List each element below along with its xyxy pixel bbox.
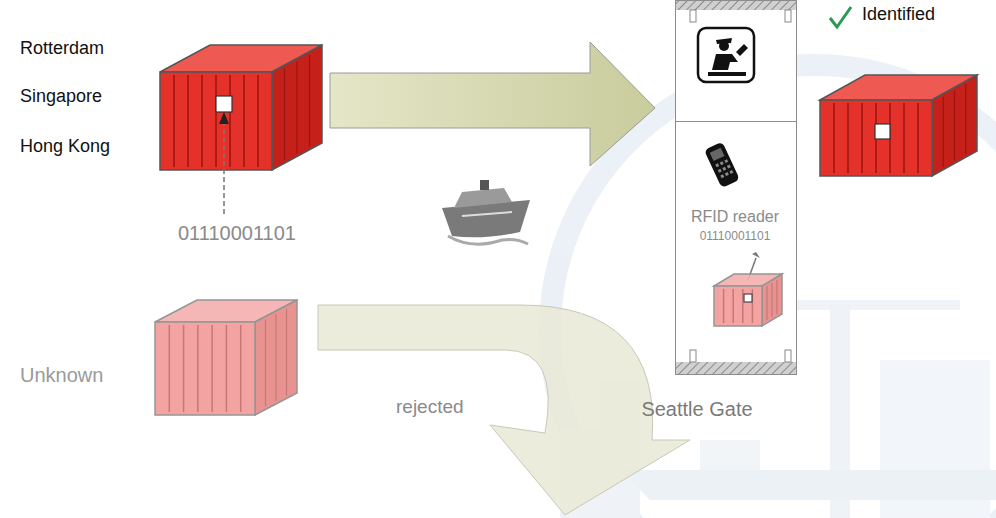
reader-panel: RFID reader 01110001101 <box>675 121 797 363</box>
tag-id: 01110001101 <box>178 222 296 245</box>
reader-label: RFID reader <box>675 208 795 226</box>
arrow-label: rejected <box>396 396 464 418</box>
gate-name: Seattle Gate <box>596 398 798 421</box>
port-name: Rotterdam <box>20 38 104 59</box>
shipping-container <box>155 300 297 415</box>
shipping-container <box>714 274 782 326</box>
rejected-arrow <box>318 305 690 515</box>
gate-illustration <box>675 0 797 375</box>
status-label: Unknown <box>20 364 103 387</box>
port-name: Singapore <box>20 86 102 107</box>
leader-head <box>219 112 229 124</box>
tag-id: 01110001101 <box>675 230 795 244</box>
leader-line <box>223 122 225 214</box>
status-label: Identified <box>862 4 935 25</box>
port-name: Hong Kong <box>20 136 110 157</box>
customs-icon <box>698 28 754 82</box>
shipping-arrow <box>330 42 655 166</box>
shipping-container <box>820 75 977 176</box>
ship-icon <box>442 180 530 244</box>
gate-box: Seattle GateRFID reader01110001101 <box>675 0 797 375</box>
check-mark <box>830 7 851 27</box>
shipping-container <box>160 45 322 170</box>
phone-icon <box>704 142 740 189</box>
